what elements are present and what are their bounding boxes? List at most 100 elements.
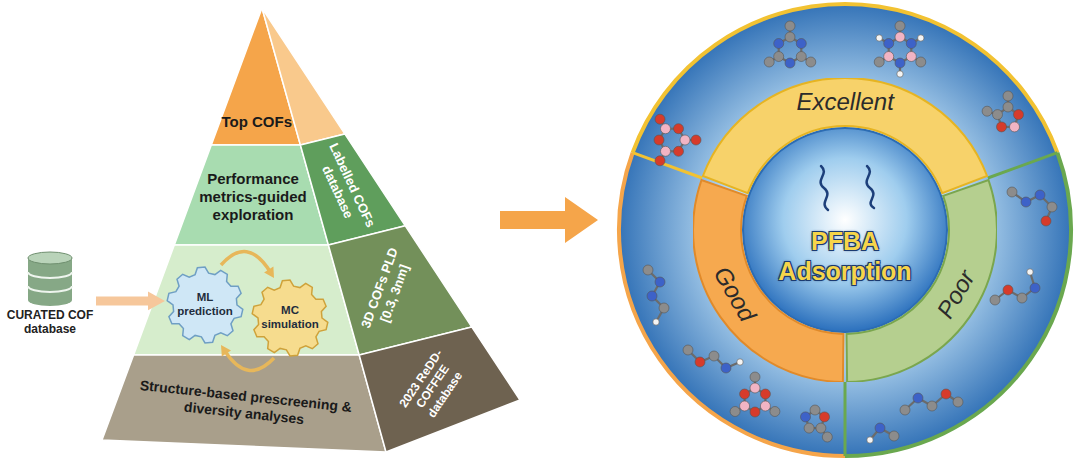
atom	[661, 124, 671, 134]
flow-arrow	[221, 345, 274, 370]
database-icon	[28, 252, 72, 306]
gear-outline	[252, 280, 328, 356]
arrow-head	[221, 345, 231, 356]
atom	[820, 412, 830, 422]
atom	[709, 351, 719, 361]
atom	[674, 146, 684, 156]
atom	[906, 39, 916, 49]
atom	[721, 363, 731, 373]
flow-arrow	[96, 292, 165, 311]
arrow-line	[221, 252, 270, 272]
atom	[804, 423, 814, 433]
atom	[1021, 197, 1031, 207]
atom	[760, 401, 770, 411]
atom	[993, 110, 1003, 120]
tier-label: Top COFs	[222, 113, 293, 131]
atom	[750, 383, 760, 393]
atom	[982, 106, 992, 116]
atom	[750, 407, 760, 417]
atom	[874, 57, 884, 67]
atom	[1014, 110, 1024, 120]
atom	[1003, 102, 1013, 112]
gear-label: MC simulation	[257, 304, 323, 332]
source-label: CURATED COF database	[4, 308, 96, 337]
atom	[884, 52, 894, 62]
atom	[774, 39, 784, 49]
atom	[997, 122, 1007, 132]
atom	[1027, 269, 1033, 275]
atom	[785, 21, 795, 31]
tier-node: Top COFs	[222, 113, 293, 131]
sector-divider	[988, 153, 1058, 178]
atom	[737, 359, 743, 365]
atom	[810, 405, 820, 415]
atom	[1010, 122, 1020, 132]
atom	[822, 432, 832, 442]
atom	[643, 265, 653, 275]
atom	[653, 319, 659, 325]
sector-divider	[633, 153, 703, 178]
rating-label: Excellent	[797, 88, 894, 117]
atom	[801, 412, 811, 422]
gear-outline	[167, 267, 243, 343]
atom	[895, 32, 905, 42]
atom	[1041, 216, 1051, 226]
atom	[816, 423, 826, 433]
center-disk: PFBA Adsorption	[741, 126, 949, 334]
atom	[1047, 202, 1057, 212]
atom	[884, 39, 894, 49]
atom	[900, 405, 910, 415]
rating-segment: Poor	[693, 78, 997, 382]
atom	[655, 277, 665, 287]
flow-arrow	[221, 252, 274, 278]
atom	[1003, 91, 1013, 101]
arrow-head	[264, 267, 274, 278]
gear-node: MC simulation	[250, 278, 330, 358]
ring-segment	[693, 180, 843, 382]
atom	[785, 58, 795, 68]
database-top	[28, 252, 72, 264]
atom	[889, 431, 899, 441]
atom	[655, 156, 665, 166]
atom	[1007, 187, 1017, 197]
arrow-line	[225, 351, 274, 371]
atom	[913, 393, 923, 403]
atom	[906, 52, 916, 62]
atom	[990, 295, 1000, 305]
tier-side	[300, 134, 405, 245]
atom	[730, 407, 740, 417]
disk-outline	[743, 128, 947, 332]
atom	[941, 389, 951, 399]
atom	[770, 407, 780, 417]
outer-disk	[619, 4, 1071, 456]
atom	[875, 423, 885, 433]
atom	[659, 303, 669, 313]
atom	[796, 39, 806, 49]
atom	[796, 52, 806, 62]
atom	[774, 52, 784, 62]
atom	[916, 57, 926, 67]
database-base	[28, 300, 72, 306]
atom	[695, 357, 705, 367]
arrow-head	[148, 292, 165, 311]
sector-divider	[844, 382, 847, 456]
atom	[750, 372, 760, 382]
atom	[691, 135, 701, 145]
atom	[895, 58, 905, 68]
atom	[876, 35, 882, 41]
atom	[806, 57, 816, 67]
atom	[764, 57, 774, 67]
atom	[654, 135, 664, 145]
atom	[647, 291, 657, 301]
atom	[895, 21, 905, 31]
center-label: PFBA Adsorption	[760, 226, 930, 286]
chain-line	[821, 166, 828, 210]
atom	[740, 389, 750, 399]
atom	[1003, 285, 1013, 295]
big-arrow	[500, 197, 598, 243]
atom	[927, 401, 937, 411]
ring-segment	[847, 180, 997, 382]
atom	[1030, 283, 1040, 293]
ring-segment	[703, 78, 987, 193]
